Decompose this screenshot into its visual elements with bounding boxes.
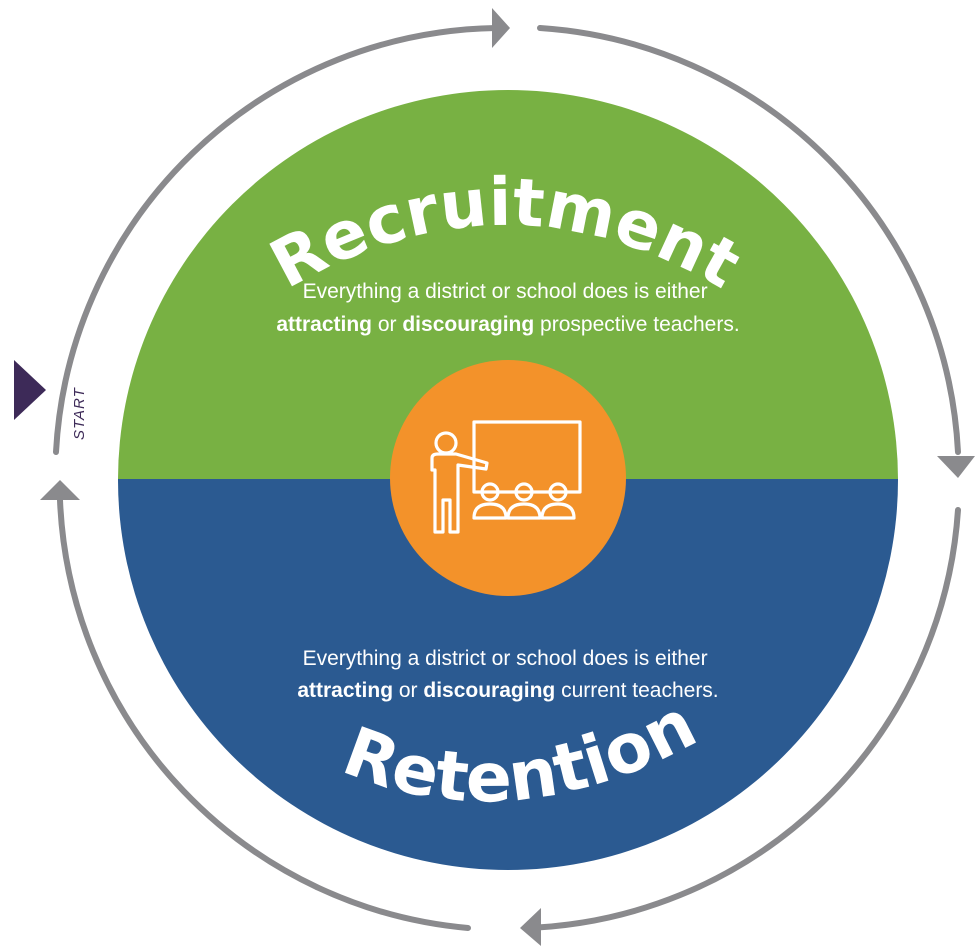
recruitment-connector: or	[372, 313, 402, 336]
retention-half	[118, 479, 898, 870]
cycle-arrow-top-left	[53, 25, 499, 455]
retention-connector: or	[393, 679, 423, 702]
teacher-classroom-icon	[430, 420, 582, 534]
arrowhead-right-icon	[492, 8, 510, 48]
cycle-arrow-right	[537, 25, 961, 455]
cycle-arrow-left	[57, 497, 471, 931]
cycle-arrows	[53, 25, 961, 931]
retention-description: Everything a district or school does is …	[297, 647, 718, 702]
cycle-arrowheads	[40, 8, 975, 946]
start-label: START	[71, 386, 88, 440]
arrowhead-up-icon	[40, 480, 80, 500]
cycle-arrow-bottom-right	[522, 507, 961, 931]
retention-strong-attracting: attracting	[297, 679, 393, 702]
retention-description-line1: Everything a district or school does is …	[303, 647, 708, 670]
retention-strong-discouraging: discouraging	[423, 679, 555, 702]
arrowhead-down-icon	[937, 456, 975, 478]
center-badge	[390, 360, 626, 596]
retention-tail: current teachers.	[555, 679, 718, 702]
recruitment-description: Everything a district or school does is …	[276, 280, 739, 336]
recruitment-strong-discouraging: discouraging	[402, 313, 534, 336]
play-triangle-icon	[14, 360, 46, 420]
retention-description-line2: attracting or discouraging current teach…	[297, 679, 718, 702]
recruitment-description-line1: Everything a district or school does is …	[303, 280, 708, 303]
recruitment-half	[118, 90, 898, 479]
recruitment-description-line2: attracting or discouraging prospective t…	[276, 313, 739, 336]
recruitment-tail: prospective teachers.	[534, 313, 739, 336]
arrowhead-left-icon	[520, 908, 541, 946]
recruitment-strong-attracting: attracting	[276, 313, 372, 336]
